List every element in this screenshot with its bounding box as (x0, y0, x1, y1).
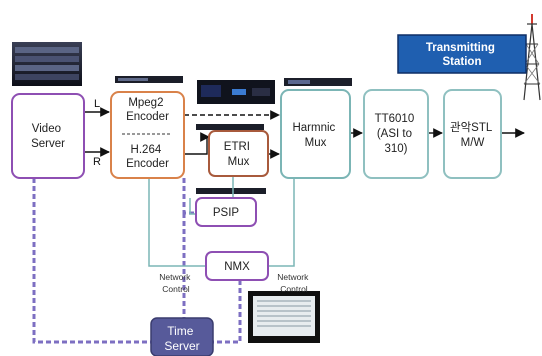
time-server-box (150, 317, 214, 356)
encoder-box (110, 91, 185, 179)
harmonic-mux-label: Harmnic Mux (292, 122, 338, 149)
time-server-label: Time Server (164, 324, 199, 353)
psip-label: PSIP (213, 207, 240, 219)
nmx-box (205, 251, 269, 281)
control-monitor-image (248, 291, 320, 343)
mpeg2-encoder-label: Mpeg2 Encoder (126, 97, 169, 123)
etri-device-image (196, 124, 264, 130)
transmitting-station-box (397, 34, 527, 74)
harmonic-mux-box (280, 89, 351, 179)
network-control-right-label: Network Control (277, 272, 311, 294)
psip-box (195, 197, 257, 227)
tt6010-label: TT6010 (ASI to 310) (375, 113, 418, 155)
h264-encoder-label: H.264 Encoder (126, 144, 169, 170)
right-channel-label: R (93, 156, 101, 168)
stl-box (443, 89, 502, 179)
stl-label: 관악STL M/W (450, 121, 495, 149)
etri-mux-box (208, 130, 269, 177)
transmission-tower-icon (523, 14, 541, 101)
left-channel-label: L (94, 98, 100, 110)
nmx-label: NMX (224, 261, 250, 273)
psip-device-image (196, 188, 266, 194)
mux-device-image (197, 80, 275, 104)
etri-mux-label: ETRI Mux (224, 141, 253, 168)
video-server-label: Video Server (31, 123, 65, 150)
tt6010-box (363, 89, 429, 179)
video-server-device-image (12, 42, 82, 86)
transmitting-station-label: Transmitting Station (426, 42, 498, 68)
harmonic-device-image (284, 78, 352, 86)
video-server-box (11, 93, 85, 179)
network-control-left-label: Network Control (159, 272, 193, 294)
encoder-device-image (115, 76, 183, 83)
